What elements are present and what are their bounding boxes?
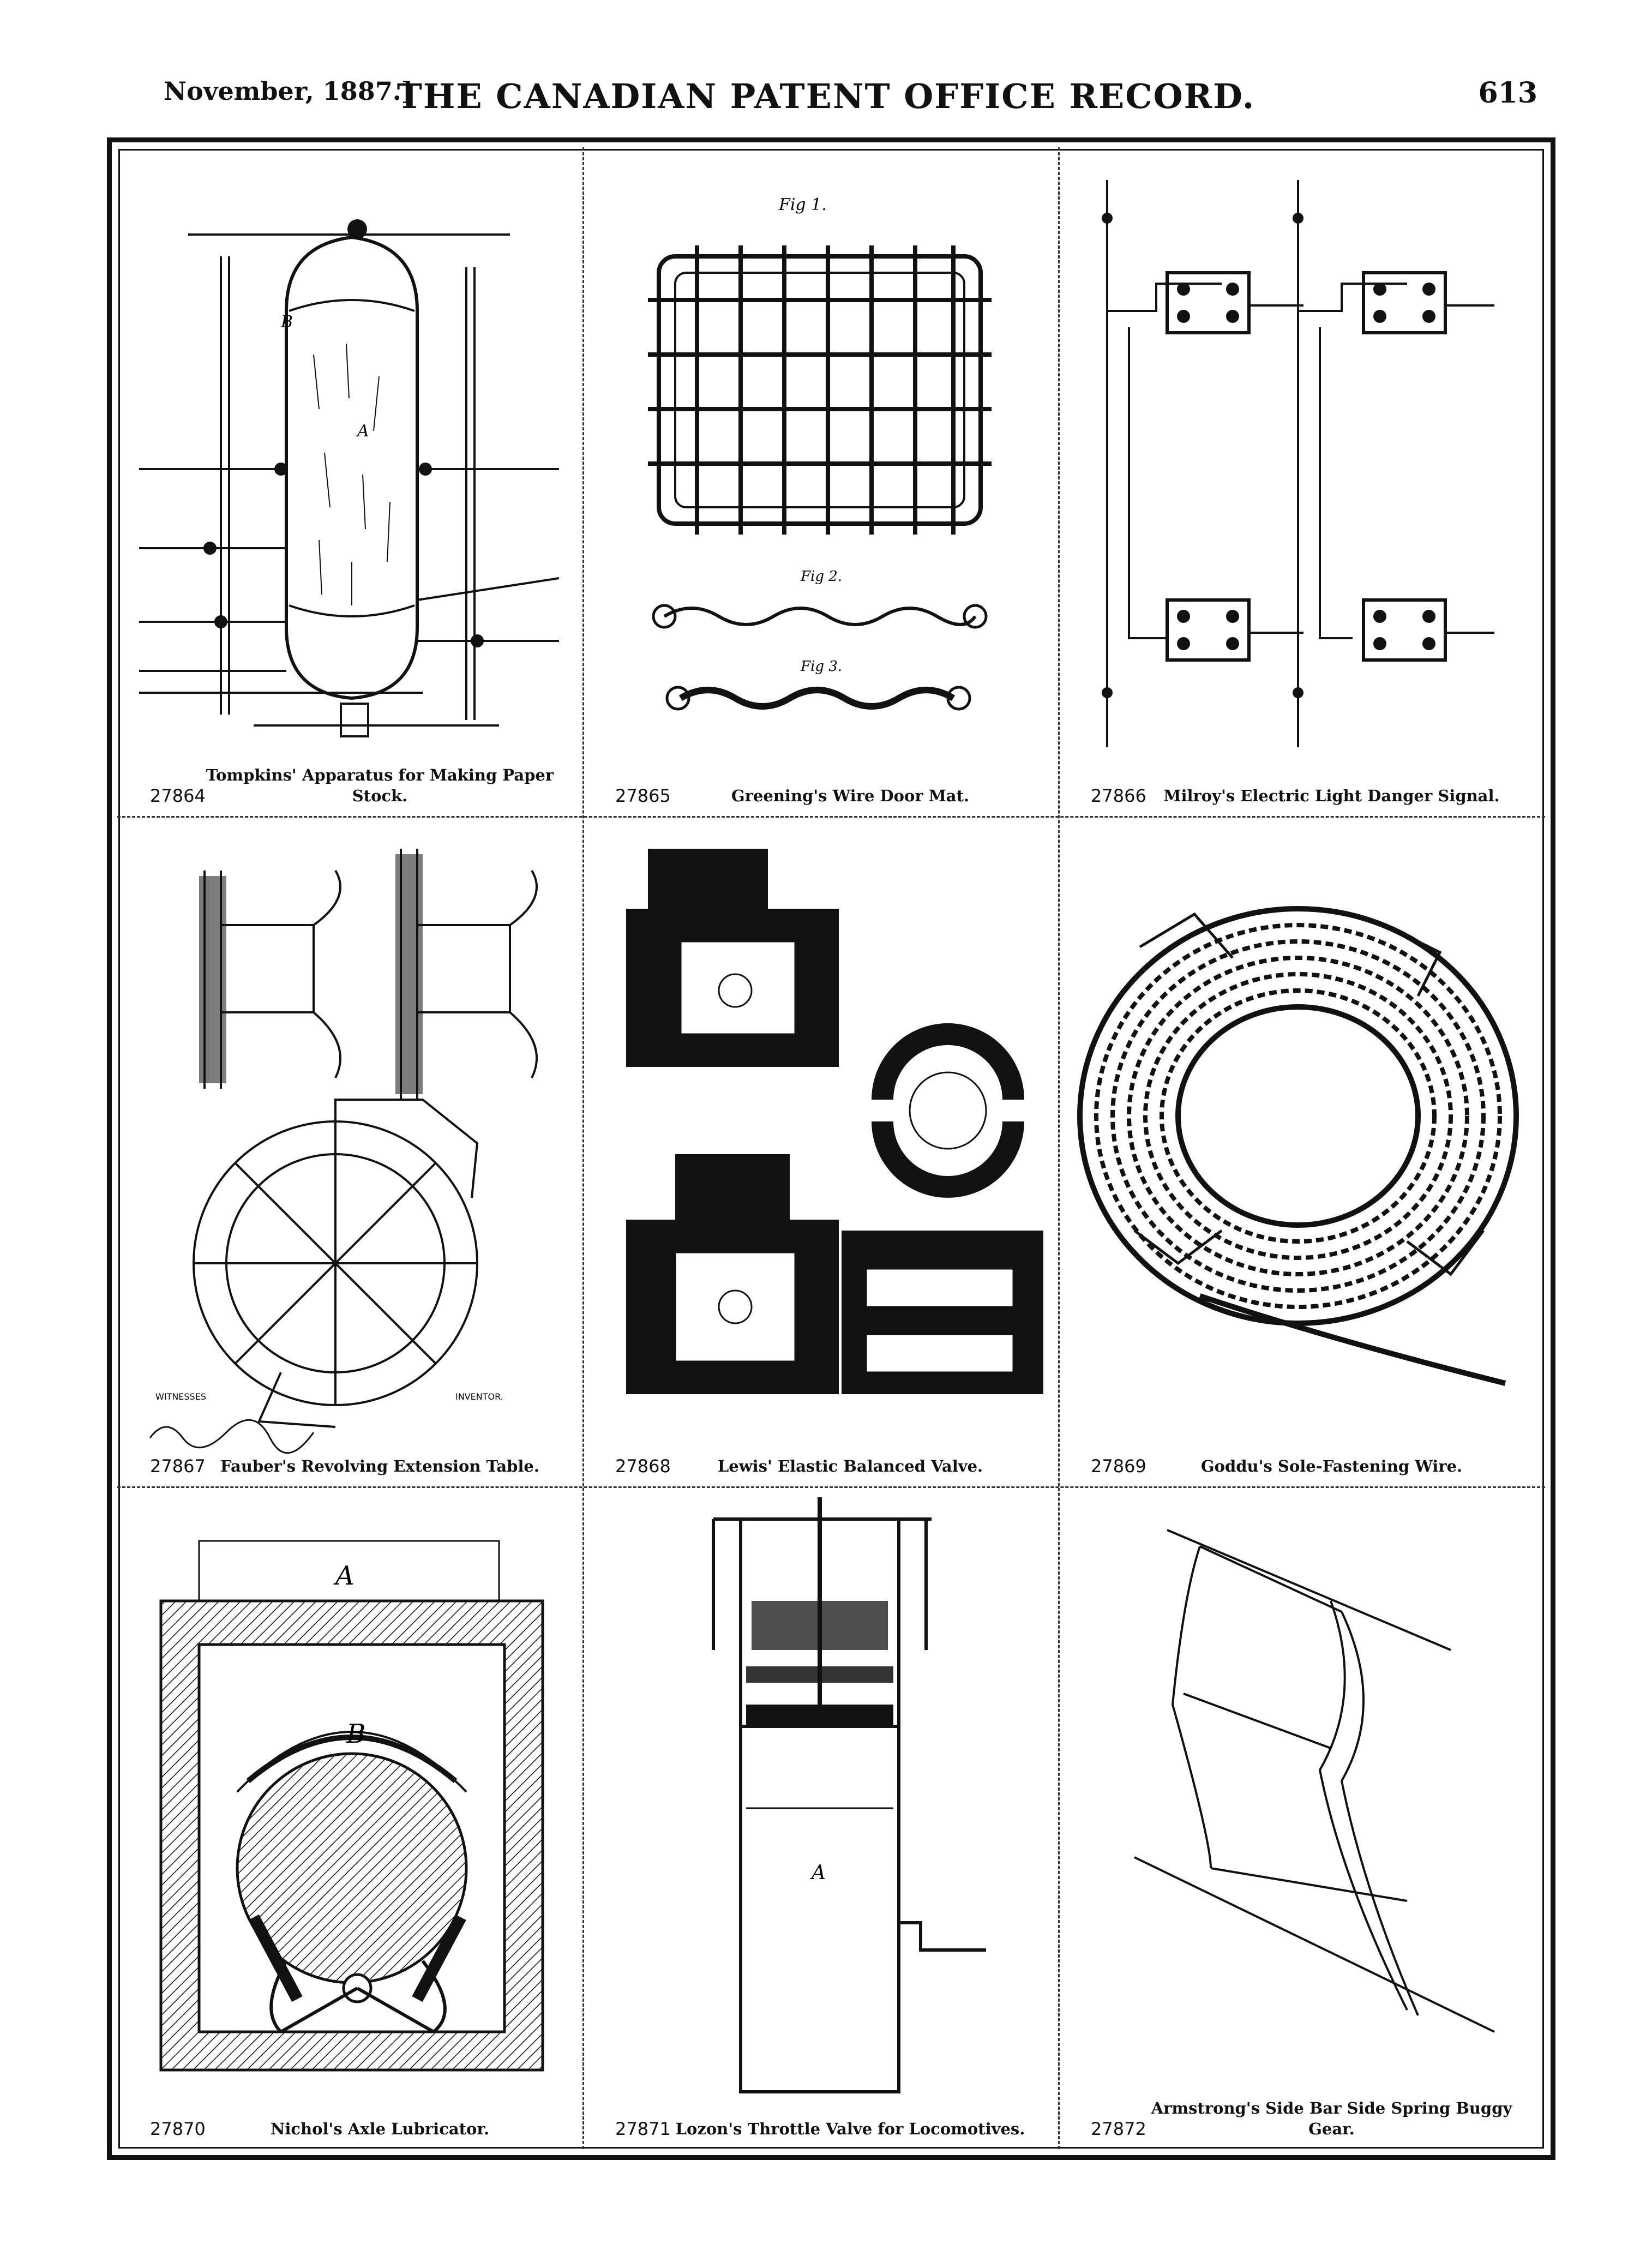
patent-title: Armstrong's Side Bar Side Spring Buggy G… (1151, 2099, 1512, 2138)
label-a: A (333, 1561, 355, 1591)
patent-cell-27866: 27866 Milroy's Electric Light Danger Sig… (1058, 147, 1545, 816)
buggy-gear-drawing (1134, 1529, 1495, 2033)
patent-number: 27864 (150, 785, 206, 806)
extension-table-drawing: WITNESSES INVENTOR. (149, 849, 538, 1454)
fig3-label: Fig 3. (800, 658, 842, 675)
witness-signature-scribble (149, 1419, 315, 1454)
patent-cell-27868: 27868 Lewis' Elastic Balanced Valve. (582, 816, 1058, 1486)
patent-title: Lewis' Elastic Balanced Valve. (717, 1457, 983, 1475)
tompkins-apparatus-drawing: B A (139, 219, 560, 737)
electric-signal-drawing (1102, 180, 1494, 747)
wire-door-mat-drawing: Fig 1. Fig 2. Fig 3. (648, 195, 992, 711)
inventor-label: INVENTOR. (455, 1391, 503, 1402)
column-divider-1 (582, 147, 584, 2149)
patent-cell-27865: Fig 1. Fig 2. Fig 3. 27865 Greening's Wi… (582, 147, 1058, 816)
fig1-label: Fig 1. (778, 195, 827, 214)
patent-number: 27870 (150, 2119, 206, 2139)
page-title: THE CANADIAN PATENT OFFICE RECORD. (397, 76, 1255, 116)
patent-cell-27867: WITNESSES INVENTOR. 27867 Fauber's Revol… (117, 816, 582, 1486)
coiled-wire-drawing (1077, 906, 1519, 1386)
patent-title: Lozon's Throttle Valve for Locomotives. (675, 2120, 1025, 2138)
row-divider-2 (117, 1486, 1545, 1488)
patent-title: Milroy's Electric Light Danger Signal. (1163, 787, 1500, 805)
patent-cell-27864: B A 27864 Tompkins' Apparatus for Making… (117, 147, 582, 816)
patent-number: 27867 (150, 1456, 206, 1477)
row-divider-1 (117, 816, 1545, 818)
patent-title: Greening's Wire Door Mat. (731, 787, 970, 805)
patent-number: 27865 (615, 785, 671, 806)
patent-title: Tompkins' Apparatus for Making Paper Sto… (206, 766, 554, 805)
patent-number: 27866 (1091, 785, 1146, 806)
patent-plates-frame (107, 137, 1555, 2160)
patent-cell-27871: A 27871 Lozon's Throttle Valve for Locom… (582, 1486, 1058, 2149)
fig2-label: Fig 2. (800, 568, 842, 585)
page-number: 613 (1478, 76, 1537, 110)
patent-title: Nichol's Axle Lubricator. (270, 2120, 490, 2138)
axle-lubricator-drawing: A B (159, 1540, 544, 2072)
header-date: November, 1887.] (164, 76, 413, 106)
balanced-valve-drawing (626, 849, 1043, 1394)
patent-cell-27872: 27872 Armstrong's Side Bar Side Spring B… (1058, 1486, 1545, 2149)
throttle-valve-drawing: A (712, 1497, 986, 2093)
patent-number: 27869 (1091, 1456, 1146, 1477)
column-divider-2 (1058, 147, 1060, 2149)
label-a: A (810, 1862, 826, 1884)
label-a: A (356, 422, 369, 441)
patent-number: 27868 (615, 1456, 671, 1477)
witnesses-label: WITNESSES (155, 1391, 206, 1402)
patent-number: 27871 (615, 2119, 671, 2139)
patent-cell-27870: A B 27870 Nichol's Axle Lubricator. (117, 1486, 582, 2149)
label-b: B (280, 313, 293, 332)
label-b: B (346, 1719, 365, 1749)
frame-inner-border (118, 149, 1544, 2149)
patent-cell-27869: 27869 Goddu's Sole-Fastening Wire. (1058, 816, 1545, 1486)
patent-number: 27872 (1091, 2119, 1146, 2139)
patent-title: Fauber's Revolving Extension Table. (220, 1457, 539, 1475)
patent-title: Goddu's Sole-Fastening Wire. (1200, 1457, 1463, 1475)
